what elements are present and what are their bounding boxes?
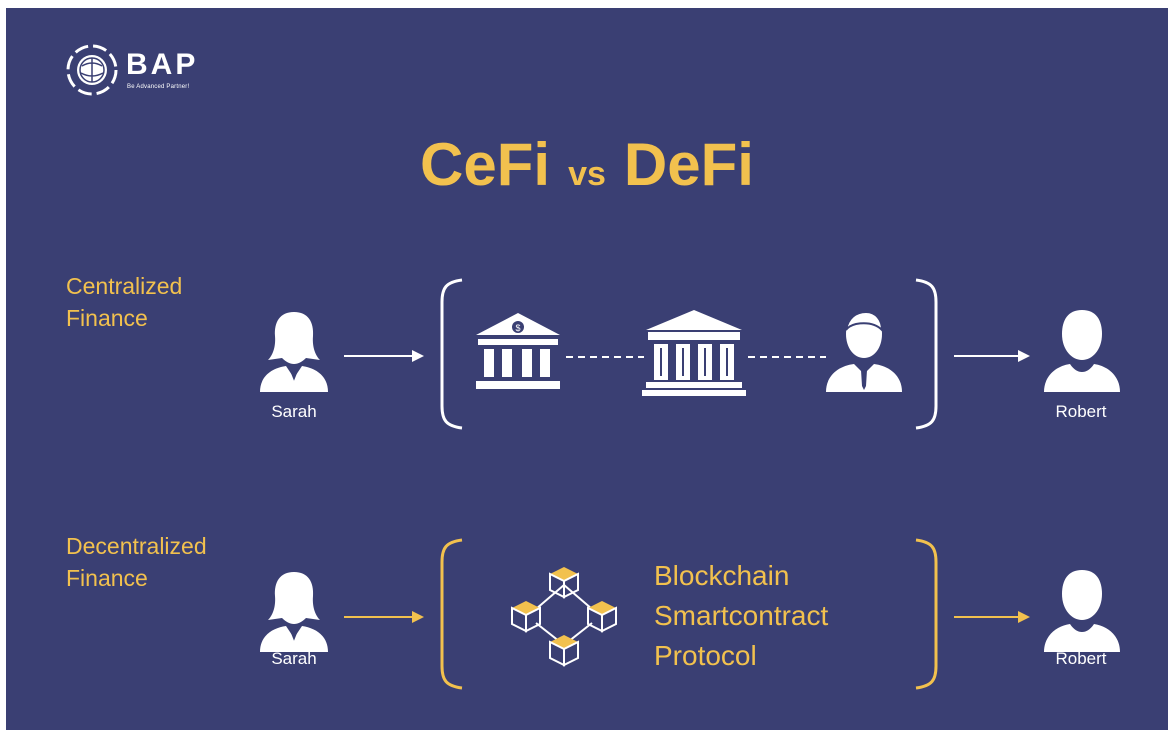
defi-bracket-right-icon [915, 538, 938, 690]
decentralized-label: Decentralized Finance [66, 530, 207, 594]
title-cefi: CeFi [420, 131, 551, 198]
defi-sender-name: Sarah [271, 649, 317, 668]
defi-layers: Blockchain Smartcontract Protocol [654, 556, 828, 676]
cefi-dashed-link-2 [748, 356, 826, 358]
defi-layer-smartcontract: Smartcontract [654, 600, 829, 631]
bank-icon: $ [476, 313, 560, 389]
cefi-arrow-out-icon [954, 350, 1030, 362]
cefi-sender-name: Sarah [271, 402, 317, 421]
male-user-icon [1044, 310, 1120, 392]
decentralized-label-line2: Finance [66, 565, 148, 591]
title-defi: DeFi [623, 131, 754, 198]
centralized-label-line1: Centralized [66, 273, 183, 299]
cefi-arrow-in-icon [344, 350, 424, 362]
defi-receiver-name: Robert [1055, 649, 1107, 668]
cefi-receiver-name: Robert [1055, 402, 1107, 421]
male-user-icon [1044, 570, 1120, 652]
defi-bracket-left-icon [440, 538, 463, 690]
brand-tagline: Be Advanced Partner! [127, 84, 190, 90]
svg-text:$: $ [515, 323, 520, 333]
institution-icon [642, 310, 746, 396]
cefi-dashed-link-1 [566, 356, 644, 358]
cefi-bracket-left-icon [440, 278, 463, 430]
blockchain-icon [511, 567, 617, 667]
bap-logo-icon [66, 44, 118, 96]
centralized-label: Centralized Finance [66, 270, 182, 334]
defi-layer-protocol: Protocol [654, 640, 757, 671]
defi-layer-blockchain: Blockchain [654, 560, 790, 591]
defi-arrow-out-icon [954, 611, 1030, 623]
title-vs: vs [568, 155, 606, 193]
centralized-label-line2: Finance [66, 305, 148, 331]
defi-arrow-in-icon [344, 611, 424, 623]
banker-icon [826, 310, 902, 392]
brand-name: BAP [126, 48, 199, 81]
female-user-icon [260, 312, 328, 392]
decentralized-label-line1: Decentralized [66, 533, 207, 559]
cefi-bracket-right-icon [915, 278, 938, 430]
female-user-icon [260, 572, 328, 652]
